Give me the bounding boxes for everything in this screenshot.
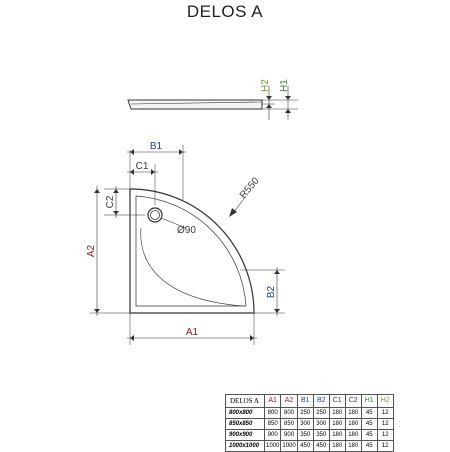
spec-table-cell: 180 — [344, 429, 362, 441]
h2-arrow-top — [266, 96, 272, 100]
spec-table-cell: 180 — [328, 418, 346, 430]
radius-arrow — [229, 208, 237, 217]
h1-arrow-bottom — [285, 109, 291, 113]
spec-table-cell: 850 — [280, 418, 298, 430]
h1-arrow-top — [285, 96, 291, 100]
spec-table-size-cell: 800x800 — [225, 407, 265, 419]
spec-table-cell: 800 — [263, 407, 282, 419]
page-title: DELOS A — [186, 2, 264, 21]
spec-table-cell: 300 — [296, 418, 314, 430]
c2-arrow-top — [113, 189, 119, 193]
spec-table-cell: 45 — [360, 407, 378, 419]
c2-arrow-bottom — [113, 211, 119, 215]
spec-table-column-header: H2 — [376, 394, 394, 408]
spec-table-cell: 800 — [280, 407, 298, 419]
spec-table-column-header: B2 — [312, 394, 330, 408]
a2-label: A2 — [86, 244, 97, 257]
spec-table-cell: 12 — [376, 418, 394, 430]
b1-label: B1 — [150, 141, 163, 152]
tray-inner-outline — [135, 195, 247, 307]
spec-table-cell: 45 — [360, 418, 378, 430]
tray-basin-curve — [140, 227, 245, 307]
spec-table-column-header: C2 — [344, 394, 362, 408]
a2-arrow-top — [94, 189, 100, 193]
tray-side-profile — [127, 99, 263, 110]
c1-arrow-right — [151, 169, 155, 175]
spec-table-column-header: C1 — [328, 394, 346, 408]
spec-table-cell: 180 — [344, 418, 362, 430]
spec-table-cell: 1000 — [280, 440, 298, 452]
spec-table-cell: 180 — [328, 429, 346, 441]
spec-table-column-header: A1 — [263, 394, 282, 408]
spec-table-column-header: H1 — [360, 394, 378, 408]
h2-arrow-bottom — [266, 104, 272, 108]
spec-table-column-header: B1 — [296, 394, 314, 408]
spec-table-cell: 850 — [263, 418, 282, 430]
side-profile-view — [127, 86, 298, 120]
spec-table-cell: 250 — [296, 407, 314, 419]
b2-arrow-bottom — [274, 309, 280, 313]
spec-table-cell: 12 — [376, 429, 394, 441]
spec-table-cell: 12 — [376, 440, 394, 452]
spec-table-cell: 350 — [296, 429, 314, 441]
h2-label: H2 — [260, 79, 271, 92]
spec-table-cell: 300 — [312, 418, 330, 430]
drain-diameter-label: Ø90 — [177, 225, 196, 236]
radius-label: R550 — [238, 175, 262, 201]
spec-table-size-cell: 850x850 — [225, 418, 265, 430]
spec-table-size-cell: 900x900 — [225, 429, 265, 441]
tray-outer-outline — [129, 188, 255, 314]
a1-arrow-left — [130, 335, 134, 341]
a2-arrow-bottom — [94, 309, 100, 313]
plan-view — [90, 145, 285, 345]
tray-top-edge — [130, 101, 263, 105]
drain-outer — [147, 207, 163, 223]
drain-inner — [150, 210, 160, 220]
spec-table-model-header: DELOS A — [225, 394, 265, 408]
h1-label: H1 — [279, 79, 290, 92]
spec-table-cell: 180 — [344, 407, 362, 419]
c1-arrow-left — [130, 169, 134, 175]
b2-arrow-top — [274, 270, 280, 274]
spec-table-cell: 900 — [280, 429, 298, 441]
spec-table-cell: 900 — [263, 429, 282, 441]
spec-table-cell: 350 — [312, 429, 330, 441]
radius-leader — [232, 195, 247, 214]
b1-arrow-right — [179, 149, 183, 155]
b2-label: B2 — [266, 285, 277, 298]
spec-table-column-header: A2 — [280, 394, 298, 408]
a1-arrow-right — [250, 335, 254, 341]
c2-label: C2 — [105, 195, 116, 208]
a1-label: A1 — [186, 327, 199, 338]
spec-table-cell: 45 — [360, 429, 378, 441]
spec-table-cell: 12 — [376, 407, 394, 419]
drain-leader — [160, 217, 187, 229]
spec-table-cell: 250 — [312, 407, 330, 419]
c1-label: C1 — [136, 161, 149, 172]
b1-arrow-left — [130, 149, 134, 155]
spec-table-cell: 180 — [328, 407, 346, 419]
